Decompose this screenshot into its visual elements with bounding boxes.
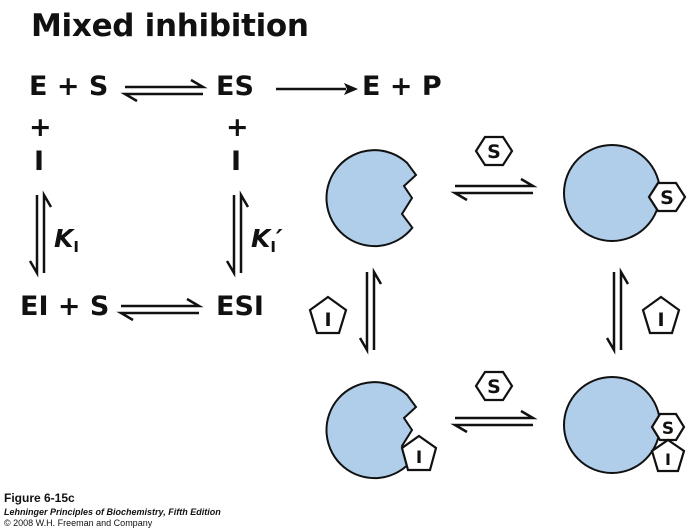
eq-arrow-ei-binding bbox=[28, 190, 53, 278]
inhibitor-pentagon-icon: I bbox=[400, 434, 438, 472]
scheme-e-plus-p: E + P bbox=[362, 71, 442, 102]
eq-arrow-esi-binding bbox=[225, 190, 250, 278]
page-title: Mixed inhibition bbox=[31, 8, 309, 44]
free-substrate-icon-top: S bbox=[474, 135, 514, 167]
figure-caption: Figure 6-15c bbox=[4, 491, 75, 505]
k-i-label: KI bbox=[54, 224, 79, 256]
substrate-hexagon-icon: S bbox=[647, 181, 687, 213]
free-inhibitor-icon-right: I bbox=[641, 295, 681, 335]
book-citation: Lehninger Principles of Biochemistry, Fi… bbox=[4, 507, 221, 517]
eq-arrow-cartoon-right bbox=[605, 267, 630, 355]
k-i-prime-label: KI′ bbox=[251, 224, 283, 256]
free-substrate-icon-bottom: S bbox=[474, 370, 514, 402]
scheme-plus-right: + bbox=[226, 112, 249, 143]
scheme-esi: ESI bbox=[216, 291, 264, 322]
svg-text:I: I bbox=[665, 450, 671, 469]
enzyme-free-top-left bbox=[325, 149, 418, 248]
eq-arrow-es-formation bbox=[120, 78, 208, 103]
eq-arrow-cartoon-top bbox=[450, 177, 538, 202]
free-inhibitor-icon-left: I bbox=[308, 295, 348, 335]
svg-text:S: S bbox=[662, 419, 674, 439]
svg-text:I: I bbox=[324, 309, 331, 331]
svg-text:S: S bbox=[487, 376, 501, 398]
enzyme-with-substrate-and-inhibitor-bottom-right: S I bbox=[563, 376, 686, 474]
svg-text:I: I bbox=[657, 309, 664, 331]
scheme-ei-plus-s: EI + S bbox=[20, 291, 110, 322]
scheme-inhibitor-right: I bbox=[231, 146, 242, 177]
enzyme-with-substrate-top-right: S bbox=[563, 144, 687, 242]
copyright-notice: © 2008 W.H. Freeman and Company bbox=[4, 518, 153, 528]
substrate-hexagon-icon: S bbox=[650, 412, 686, 442]
arrow-product-formation bbox=[276, 83, 358, 95]
svg-text:S: S bbox=[487, 141, 501, 163]
scheme-inhibitor-left: I bbox=[34, 146, 45, 177]
eq-arrow-cartoon-left bbox=[358, 267, 383, 355]
scheme-plus-left: + bbox=[29, 112, 52, 143]
eq-arrow-cartoon-bottom bbox=[450, 409, 538, 434]
svg-text:S: S bbox=[660, 187, 674, 209]
scheme-e-plus-s: E + S bbox=[29, 71, 109, 102]
eq-arrow-esi-formation bbox=[116, 297, 204, 322]
inhibitor-pentagon-icon: I bbox=[650, 438, 686, 473]
enzyme-with-inhibitor-bottom-left: I bbox=[325, 381, 438, 480]
scheme-es: ES bbox=[216, 71, 254, 102]
svg-text:I: I bbox=[416, 448, 422, 468]
